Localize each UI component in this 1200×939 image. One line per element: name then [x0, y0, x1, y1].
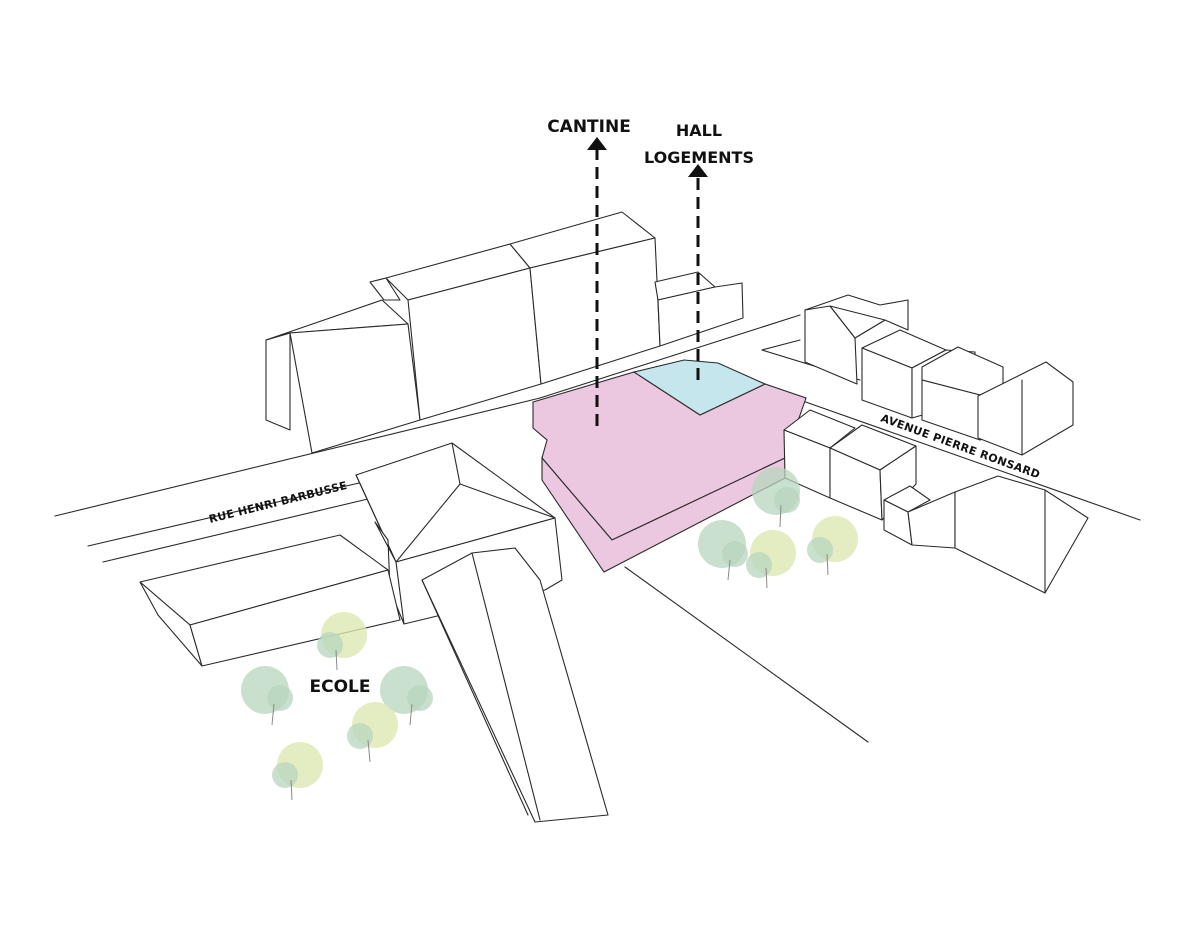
street-label-rue-henri-barbusse: RUE HENRI BARBUSSE [208, 479, 349, 526]
building-tall-row [265, 211, 744, 454]
hall-label-line2: LOGEMENTS [644, 148, 754, 167]
ecole-label: ECOLE [310, 677, 371, 697]
cantine-building [532, 359, 807, 573]
hall-arrow-icon [688, 164, 708, 380]
cantine-arrow-icon [587, 137, 607, 426]
building-school-wing [421, 547, 609, 823]
trees-left [241, 612, 433, 801]
hall-label-line1: HALL [676, 121, 722, 140]
building-houses-back [804, 294, 1074, 456]
building-school-long [139, 534, 401, 667]
hall-roof [632, 359, 767, 416]
building-houses-front [783, 409, 1089, 594]
trees-right [698, 467, 858, 589]
ground-lines [54, 314, 1141, 743]
cantine-label: CANTINE [547, 117, 631, 137]
